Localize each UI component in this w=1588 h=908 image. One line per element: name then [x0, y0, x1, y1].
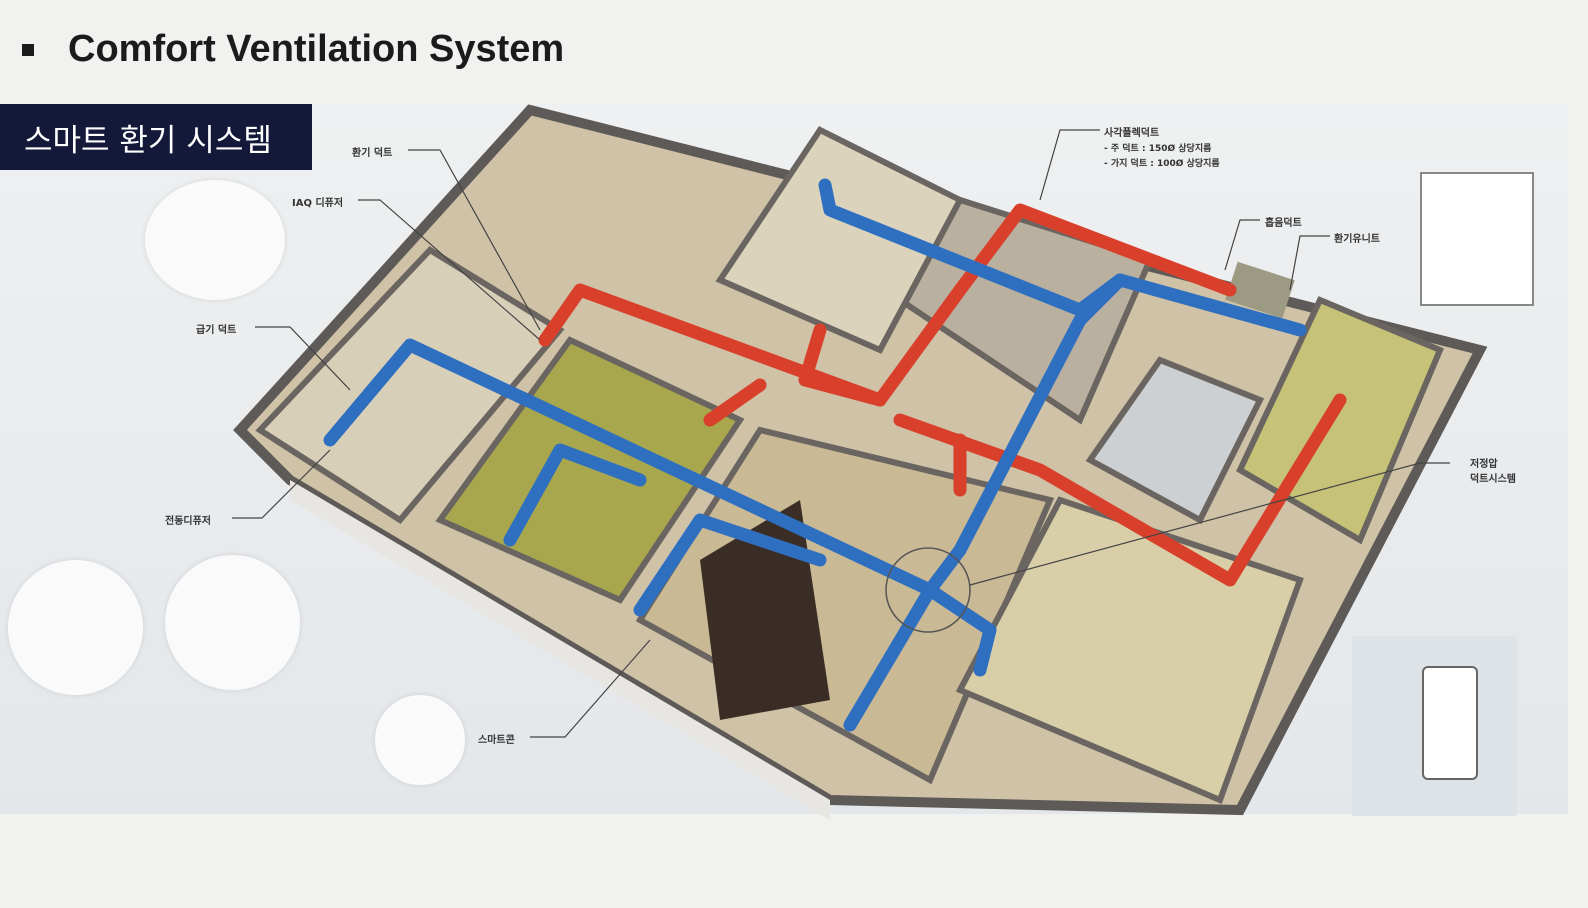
label-exhaust-duct: 환기 덕트 — [352, 148, 393, 159]
label-flex-duct: 사각플렉덕트 — [1104, 128, 1160, 139]
room-top — [715, 126, 965, 354]
label-vent-unit: 환기유니트 — [1334, 234, 1380, 245]
smart-con-image — [375, 695, 465, 785]
page-title: Comfort Ventilation System — [22, 28, 564, 71]
room-bath — [1085, 356, 1265, 525]
label-low-pressure-1: 저정압 — [1470, 459, 1498, 470]
room-left — [255, 246, 565, 524]
label-supply-duct: 급기 덕트 — [196, 325, 237, 336]
section-badge: 스마트 환기 시스템 — [0, 104, 312, 170]
detail-circle — [885, 547, 971, 633]
motor-diffuser-image-1 — [8, 560, 143, 695]
vent-unit-image — [1420, 172, 1534, 306]
label-branch-duct: - 가지 덕트 : 100Ø 상당지름 — [1104, 159, 1220, 169]
supply-ducts — [323, 178, 1307, 732]
exhaust-ducts — [538, 203, 1347, 587]
label-low-pressure-2: 덕트시스템 — [1470, 474, 1516, 485]
motor-diffuser-image-2 — [165, 555, 300, 690]
title-text: Comfort Ventilation System — [68, 28, 565, 70]
label-iaq-diffuser: IAQ 디퓨저 — [292, 198, 344, 209]
smartphone-control-image — [1352, 636, 1517, 816]
front-wall — [290, 480, 830, 820]
bullet-icon — [22, 43, 34, 56]
label-main-duct: - 주 덕트 : 150Ø 상당지름 — [1104, 144, 1212, 154]
label-sound-duct: 흡음덕트 — [1265, 218, 1302, 229]
label-motor-diffuser: 전동디퓨저 — [165, 516, 211, 527]
leader-lines — [232, 129, 1450, 738]
label-smart-con: 스마트콘 — [478, 735, 515, 746]
vent-unit-box — [1225, 261, 1295, 319]
iaq-diffuser-image — [145, 180, 285, 300]
